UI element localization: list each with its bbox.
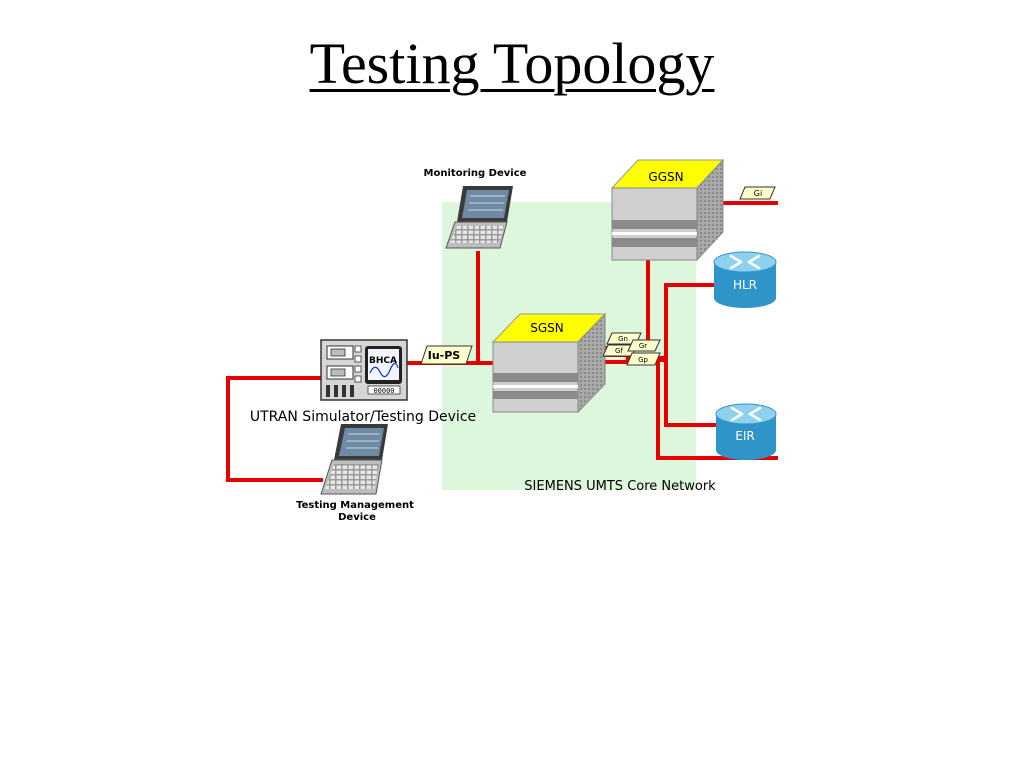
- utran-simulator-label: UTRAN Simulator/Testing Device: [250, 409, 476, 425]
- hlr-router-icon: [713, 251, 777, 308]
- gi-tag: [739, 186, 776, 200]
- core-network-label: SIEMENS UMTS Core Network: [524, 479, 716, 494]
- iu-ps-label: Iu-PS: [428, 349, 461, 362]
- ggsn-label: GGSN: [648, 170, 683, 184]
- bhca-display-label: BHCA: [369, 356, 397, 366]
- ggsn-node: [610, 158, 725, 262]
- utran-simulator-icon: 00000: [320, 339, 408, 401]
- eir-router-icon: [715, 403, 777, 460]
- testing-management-label-line2: Device: [338, 512, 376, 523]
- monitoring-device-label: Monitoring Device: [424, 168, 527, 179]
- gf-label: Gf: [615, 347, 623, 355]
- gr-label: Gr: [639, 342, 647, 350]
- gp-label: Gp: [638, 356, 648, 364]
- slide-title-text: Testing Topology: [309, 31, 715, 96]
- testing-management-laptop-icon: [320, 424, 388, 495]
- hlr-label: HLR: [733, 278, 757, 292]
- link-testing-mgmt-to-utran: [226, 376, 323, 482]
- slide-title: Testing Topology: [0, 32, 1024, 96]
- sgsn-label: SGSN: [530, 321, 564, 335]
- gp-tag: [626, 352, 661, 366]
- svg-text:00000: 00000: [373, 387, 394, 395]
- eir-label: EIR: [735, 429, 754, 443]
- iu-ps-tag: [420, 345, 473, 365]
- sgsn-node: [491, 312, 607, 414]
- gi-label: Gi: [754, 189, 762, 198]
- testing-management-label-line1: Testing Management: [296, 500, 414, 511]
- monitoring-laptop-icon: [445, 186, 513, 249]
- gr-tag: [627, 339, 661, 352]
- gn-label: Gn: [618, 335, 628, 343]
